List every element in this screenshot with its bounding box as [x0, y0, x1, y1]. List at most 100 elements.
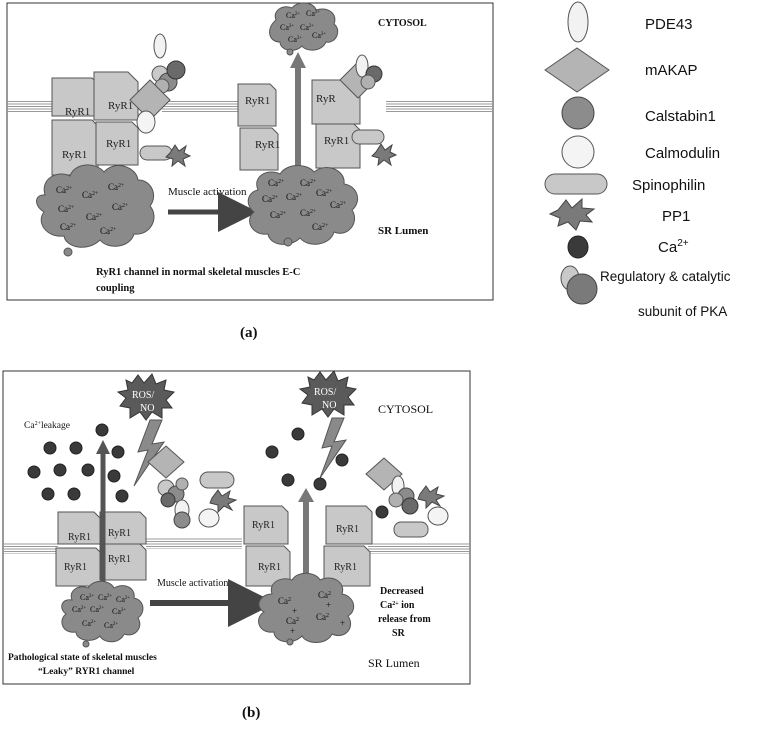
svg-text:release from: release from — [378, 614, 431, 625]
ca-release-arrowhead — [290, 52, 306, 68]
decreased-release-label: Decreased Ca2+ ion release from SR — [378, 586, 431, 639]
panel-a-caption: RyR1 channel in normal skeletal muscles … — [96, 267, 300, 278]
ros-no-label: ROS/ — [314, 387, 336, 398]
membrane-segment — [8, 101, 56, 112]
svg-text:Ca2: Ca2 — [318, 590, 331, 600]
svg-text:Ca2+: Ca2+ — [116, 595, 130, 604]
ca-leak-arrowhead — [96, 440, 110, 454]
svg-text:Ca2+ ion: Ca2+ ion — [380, 600, 415, 611]
ryr-partial-label: RyR — [316, 93, 336, 105]
ryr1-right-complex: RyR1 RyR1 RyR RyR1 — [237, 54, 398, 171]
cytosol-cloud: Ca2+ Ca2+ Ca2+ Ca2+ Ca2+ Ca2+ — [269, 2, 339, 56]
svg-text:Ca2+: Ca2+ — [86, 212, 103, 222]
legend-makap-label: mAKAP — [645, 62, 698, 79]
ros-no-burst-right: ROS/ NO — [298, 370, 358, 418]
ryr1-label: RyR1 — [62, 149, 87, 161]
legend-calstabin1-label: Calstabin1 — [645, 108, 716, 125]
makap-icon — [147, 445, 185, 479]
svg-text:Ca2+: Ca2+ — [82, 619, 96, 628]
svg-text:Ca2+: Ca2+ — [104, 621, 118, 630]
ca-leakage-label: Ca2+leakage — [24, 421, 70, 431]
svg-text:Ca2+: Ca2+ — [82, 190, 99, 200]
legend-pp1-label: PP1 — [662, 208, 690, 225]
muscle-activation-label: Muscle activation — [157, 578, 228, 589]
legend: PDE43 mAKAP Calstabin1 Calmodulin Spinop… — [544, 1, 731, 319]
spinophilin-icon — [139, 145, 173, 161]
ros-no-burst-left: ROS/ NO — [116, 373, 176, 421]
lightning-bolt-icon — [319, 417, 348, 479]
svg-text:Ca2+: Ca2+ — [286, 11, 300, 20]
ca-release-arrowhead — [298, 488, 314, 502]
ryr1-label: RyR1 — [108, 100, 133, 112]
svg-text:+: + — [326, 600, 331, 610]
ryr1-label: RyR1 — [336, 524, 359, 535]
svg-text:Ca2+: Ca2+ — [100, 226, 117, 236]
svg-text:Ca2+: Ca2+ — [316, 188, 333, 198]
svg-text:Ca2+: Ca2+ — [286, 192, 303, 202]
makap-icon — [544, 47, 610, 93]
membrane-segment — [146, 538, 242, 549]
membrane-segment — [162, 101, 240, 112]
svg-text:Ca2+: Ca2+ — [306, 9, 320, 18]
panel-a-label: (a) — [240, 325, 258, 341]
panel-b: ROS/ NO ROS/ NO CYTOSOL Ca2+leakage — [2, 370, 471, 685]
svg-text:Ca2: Ca2 — [278, 596, 291, 606]
svg-text:+: + — [290, 626, 295, 636]
svg-text:Ca2+: Ca2+ — [90, 605, 104, 614]
sr-lumen-cloud-left: Ca2+ Ca2+ Ca2+ Ca2+ Ca2+ Ca2+ Ca2+ Ca2+ — [36, 164, 155, 257]
svg-text:Ca2+: Ca2+ — [270, 210, 287, 220]
calcium-ion-cluster-left — [27, 423, 129, 503]
svg-text:Ca2+: Ca2+ — [280, 23, 294, 32]
spinophilin-icon — [393, 521, 429, 538]
calstabin1-icon — [173, 511, 191, 529]
svg-text:Ca2+: Ca2+ — [300, 178, 317, 188]
pde43-icon — [567, 1, 589, 43]
svg-text:Ca2+: Ca2+ — [112, 202, 129, 212]
ros-no-label: ROS/ — [132, 390, 154, 401]
pp1-icon — [209, 489, 238, 514]
ryr1-label: RyR1 — [64, 562, 87, 573]
membrane-segment — [368, 543, 469, 554]
pp1-icon — [548, 197, 596, 231]
membrane-segment — [386, 101, 492, 112]
ros-no-label: NO — [140, 403, 154, 414]
sr-lumen-cloud-right: Ca2 + Ca2 + Ca2 + Ca2 + — [258, 572, 355, 646]
pathological-caption: Pathological state of skeletal muscles — [8, 653, 157, 663]
calcium-ion-cluster-right — [265, 427, 389, 519]
panel-b-label: (b) — [242, 705, 260, 721]
svg-text:Ca2+: Ca2+ — [262, 194, 279, 204]
pka-cluster — [157, 477, 189, 508]
legend-spinophilin-label: Spinophilin — [632, 177, 705, 194]
svg-text:Ca2+: Ca2+ — [288, 35, 302, 44]
cytosol-label: CYTOSOL — [378, 18, 427, 29]
legend-ca-label: Ca2+ — [658, 238, 689, 256]
svg-text:Ca2+: Ca2+ — [98, 593, 112, 602]
ryr1-right-complex-b: RyR1 RyR1 RyR1 RyR1 — [243, 505, 373, 587]
panel-a: RyR1 RyR1 RyR1 RyR1 Ca2+ Ca2+ Ca2+ Ca2+ … — [6, 2, 494, 301]
sr-lumen-cloud-right: Ca2+ Ca2+ Ca2+ Ca2+ Ca2+ Ca2+ Ca2+ Ca2+ … — [247, 165, 359, 247]
svg-text:Ca2+: Ca2+ — [72, 605, 86, 614]
calstabin1-icon — [561, 96, 595, 130]
panel-a-caption: coupling — [96, 283, 135, 294]
svg-text:Ca2: Ca2 — [316, 612, 329, 622]
ryr1-label: RyR1 — [108, 528, 131, 539]
spinophilin-icon — [351, 129, 385, 145]
ryr1-left-complex: RyR1 RyR1 RyR1 RyR1 — [51, 71, 192, 176]
calmodulin-icon — [561, 135, 595, 169]
pka-cluster — [388, 475, 419, 515]
ryr1-label: RyR1 — [106, 138, 131, 150]
ryr1-label: RyR1 — [65, 106, 90, 118]
svg-text:Ca2+: Ca2+ — [330, 200, 347, 210]
svg-text:Ca2+: Ca2+ — [60, 222, 77, 232]
spinophilin-icon — [544, 173, 608, 195]
svg-text:Ca2: Ca2 — [286, 616, 299, 626]
legend-pka-label: Regulatory & catalytic — [600, 269, 731, 284]
pde43-icon — [355, 54, 369, 78]
ryr1-label: RyR1 — [255, 139, 280, 151]
pp1-icon — [371, 143, 398, 167]
pka-cluster — [151, 60, 186, 94]
ryr1-label: RyR1 — [108, 554, 131, 565]
muscle-activation-label: Muscle activation — [168, 186, 247, 198]
ryr1-label: RyR1 — [334, 562, 357, 573]
cytosol-label: CYTOSOL — [378, 402, 433, 416]
